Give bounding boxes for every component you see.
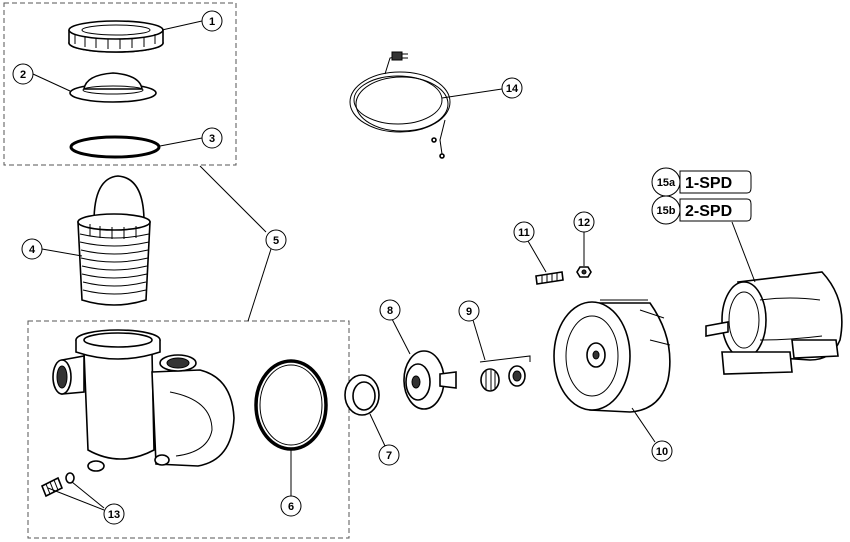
callout-12-label: 12 (578, 217, 590, 229)
housing-o-ring-inner (259, 364, 323, 446)
callout-7: 7 (378, 444, 400, 466)
callout-13-label: 13 (108, 509, 120, 521)
callout-5: 5 (265, 229, 287, 251)
motor-option-1spd-badge: 15a (657, 177, 676, 189)
lid-o-ring-part (69, 135, 161, 159)
callout-13: 13 (103, 503, 125, 525)
callout-6-label: 6 (288, 501, 294, 513)
callout-6: 6 (280, 495, 302, 517)
callout-4-label: 4 (29, 244, 36, 256)
callout-1: 1 (201, 10, 223, 32)
motor-option-1spd-label: 1-SPD (685, 175, 732, 192)
motor-part (705, 271, 843, 375)
callout-11-label: 11 (518, 227, 530, 239)
housing-o-ring-part (254, 359, 328, 451)
callout-10: 10 (651, 440, 673, 462)
callout-4: 4 (21, 238, 43, 260)
callout-2-label: 2 (20, 69, 26, 81)
lid-assembly-group-box (3, 2, 237, 166)
diffuser-insert-part (344, 374, 380, 416)
callout-3: 3 (201, 127, 223, 149)
callout-3-label: 3 (209, 133, 215, 145)
callout-11: 11 (513, 221, 535, 243)
shaft-seal-part (480, 365, 526, 392)
leader-lines (32, 20, 756, 511)
power-cord-part (349, 51, 451, 159)
callout-14: 14 (501, 77, 523, 99)
callout-8: 8 (379, 299, 401, 321)
callout-2: 2 (12, 63, 34, 85)
motor-option-2spd-badge: 15b (657, 205, 676, 217)
motor-option-1spd: 15a 1-SPD (651, 167, 752, 197)
callout-10-label: 10 (656, 446, 668, 458)
callout-9-label: 9 (466, 306, 472, 318)
motor-option-2spd-label: 2-SPD (685, 203, 732, 220)
clear-lid-part (69, 72, 157, 103)
callout-7-label: 7 (386, 450, 392, 462)
lock-ring-part (68, 20, 164, 53)
drain-plug-part (40, 472, 75, 498)
callout-14-label: 14 (506, 83, 519, 95)
callout-8-label: 8 (387, 305, 393, 317)
seal-plate-part (553, 299, 671, 413)
callout-12: 12 (573, 211, 595, 233)
callout-9: 9 (458, 300, 480, 322)
strainer-housing-part (52, 329, 235, 472)
callout-1-label: 1 (209, 16, 215, 28)
motor-option-2spd: 15b 2-SPD (651, 195, 752, 225)
strainer-housing-group-box (27, 320, 350, 539)
bolt-part (535, 271, 564, 285)
strainer-basket-part (77, 175, 151, 306)
callout-5-label: 5 (273, 235, 279, 247)
nut-part (576, 266, 592, 278)
impeller-part (403, 350, 457, 410)
